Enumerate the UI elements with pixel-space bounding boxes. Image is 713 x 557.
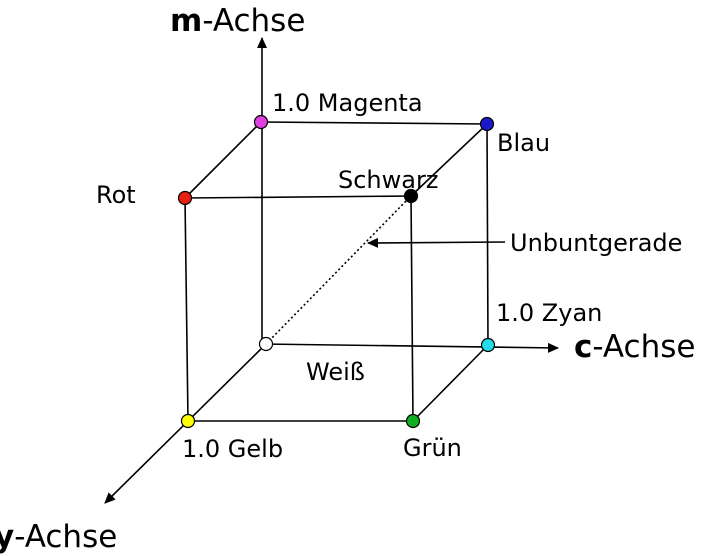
vertex-schwarz-label: Schwarz bbox=[338, 166, 438, 194]
vertex-gelb-label: 1.0 Gelb bbox=[182, 435, 283, 463]
vertex-rot-dot bbox=[177, 190, 193, 206]
vertex-zyan-label: 1.0 Zyan bbox=[496, 299, 602, 327]
vertex-gruen-label: Grün bbox=[403, 434, 462, 462]
vertex-magenta-dot bbox=[253, 114, 269, 130]
edge-schwarz-gruen bbox=[410, 195, 414, 422]
vertex-schwarz-dot bbox=[403, 188, 419, 204]
edge-magenta-rot bbox=[184, 121, 262, 199]
m-axis-title: m-Achse bbox=[170, 3, 305, 39]
vertex-blau-dot bbox=[479, 116, 495, 132]
unbuntgerade-pointer-arrow bbox=[367, 237, 506, 248]
vertex-weiss-label: Weiß bbox=[306, 358, 365, 386]
c-axis-line bbox=[261, 342, 559, 353]
edge-blau-schwarz bbox=[410, 123, 488, 197]
vertex-gruen-dot bbox=[405, 413, 421, 429]
cube-edges bbox=[184, 121, 489, 422]
unbuntgerade-label: Unbuntgerade bbox=[510, 229, 682, 257]
edge-blau-zyan bbox=[486, 123, 489, 346]
vertex-weiss-dot bbox=[258, 336, 274, 352]
c-axis-title: c-Achse bbox=[574, 329, 695, 365]
edge-magenta-blau bbox=[260, 121, 488, 125]
vertex-magenta-label: 1.0 Magenta bbox=[272, 89, 423, 117]
y-axis-title: y-Achse bbox=[0, 519, 117, 555]
unbuntgerade-line bbox=[265, 195, 412, 345]
vertex-zyan-dot bbox=[480, 337, 496, 353]
edge-rot-gelb bbox=[184, 197, 189, 422]
vertex-blau-label: Blau bbox=[497, 129, 550, 157]
edge-rot-schwarz bbox=[184, 195, 412, 199]
edge-zyan-gruen bbox=[412, 344, 489, 422]
vertex-gelb-dot bbox=[180, 413, 196, 429]
vertex-rot-label: Rot bbox=[96, 181, 136, 209]
